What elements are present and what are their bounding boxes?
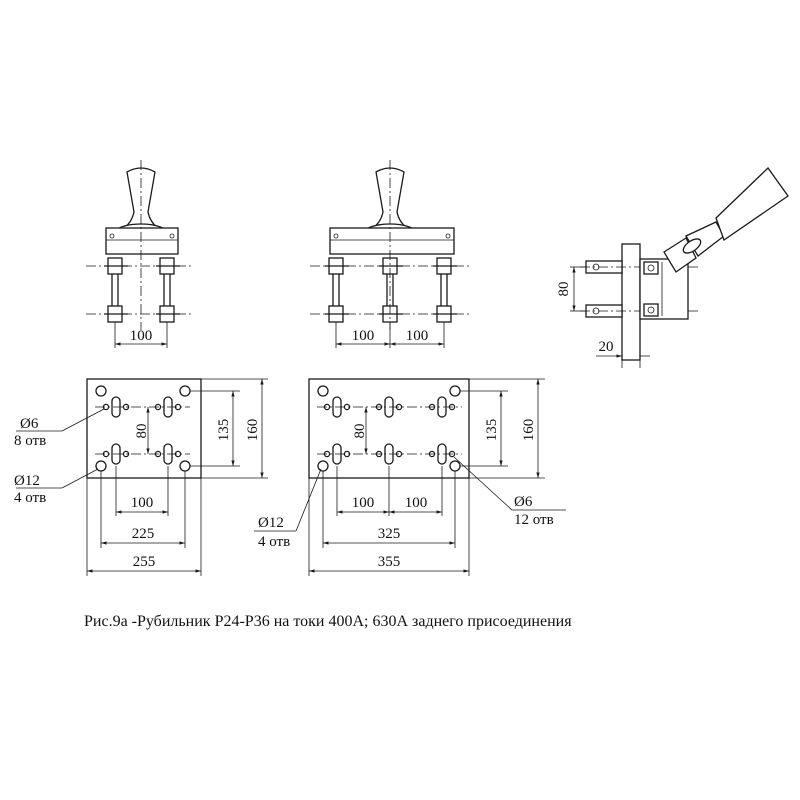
mount-bracket	[329, 227, 455, 255]
plan-view-2pole: 80 135 160 100 225 255 Ø6 8 отв Ø12 4 от…	[14, 378, 268, 576]
side-view: 80 20	[556, 167, 789, 368]
pole-left	[325, 257, 349, 323]
hole-small-size: Ø6	[20, 416, 39, 432]
dim-mount: 325	[378, 526, 401, 542]
handle-tilted	[663, 167, 789, 273]
dim-mid-v: 135	[484, 419, 500, 442]
hole-small-count: 12 отв	[514, 512, 554, 528]
dim-mount: 225	[132, 526, 155, 542]
dim-inner-v: 80	[352, 424, 368, 439]
dim-width: 355	[378, 554, 401, 570]
hole-large-size: Ø12	[14, 473, 40, 489]
hole-small-size: Ø6	[514, 494, 533, 510]
dim-mid-v: 135	[216, 419, 232, 442]
hole-small-count: 8 отв	[14, 433, 46, 449]
dim-outer-v: 160	[521, 419, 537, 442]
hole-large-count: 4 отв	[258, 534, 290, 550]
base-plate	[86, 378, 202, 479]
dim-pitch-2: 100	[406, 328, 429, 344]
mount-bracket	[105, 227, 179, 255]
dim-height: 80	[556, 282, 572, 297]
dim-depth: 20	[599, 339, 614, 355]
figure-caption: Рис.9а -Рубильник Р24-Р36 на токи 400А; …	[84, 613, 572, 630]
pole-left	[104, 257, 128, 323]
front-view-2pole: 100	[86, 160, 192, 348]
dim-inner-v: 80	[134, 424, 150, 439]
pole-middle	[379, 257, 403, 323]
hole-large-size: Ø12	[258, 515, 284, 531]
front-view-3pole: 100 100	[310, 160, 470, 348]
dim-outer-v: 160	[245, 419, 261, 442]
base-plate	[621, 243, 641, 361]
dim-pitch-2: 100	[405, 495, 428, 511]
dim-pitch-1: 100	[352, 495, 375, 511]
dim-pitch: 100	[131, 495, 154, 511]
hole-large-count: 4 отв	[14, 490, 46, 506]
pole-right	[433, 257, 457, 323]
plan-view-3pole: 80 135 160 100 100 325 355 Ø12 4 отв Ø6 …	[254, 378, 566, 576]
dim-pitch-1: 100	[352, 328, 375, 344]
dim-width: 255	[133, 554, 156, 570]
pole-right	[156, 257, 180, 323]
dim-pitch: 100	[130, 328, 153, 344]
